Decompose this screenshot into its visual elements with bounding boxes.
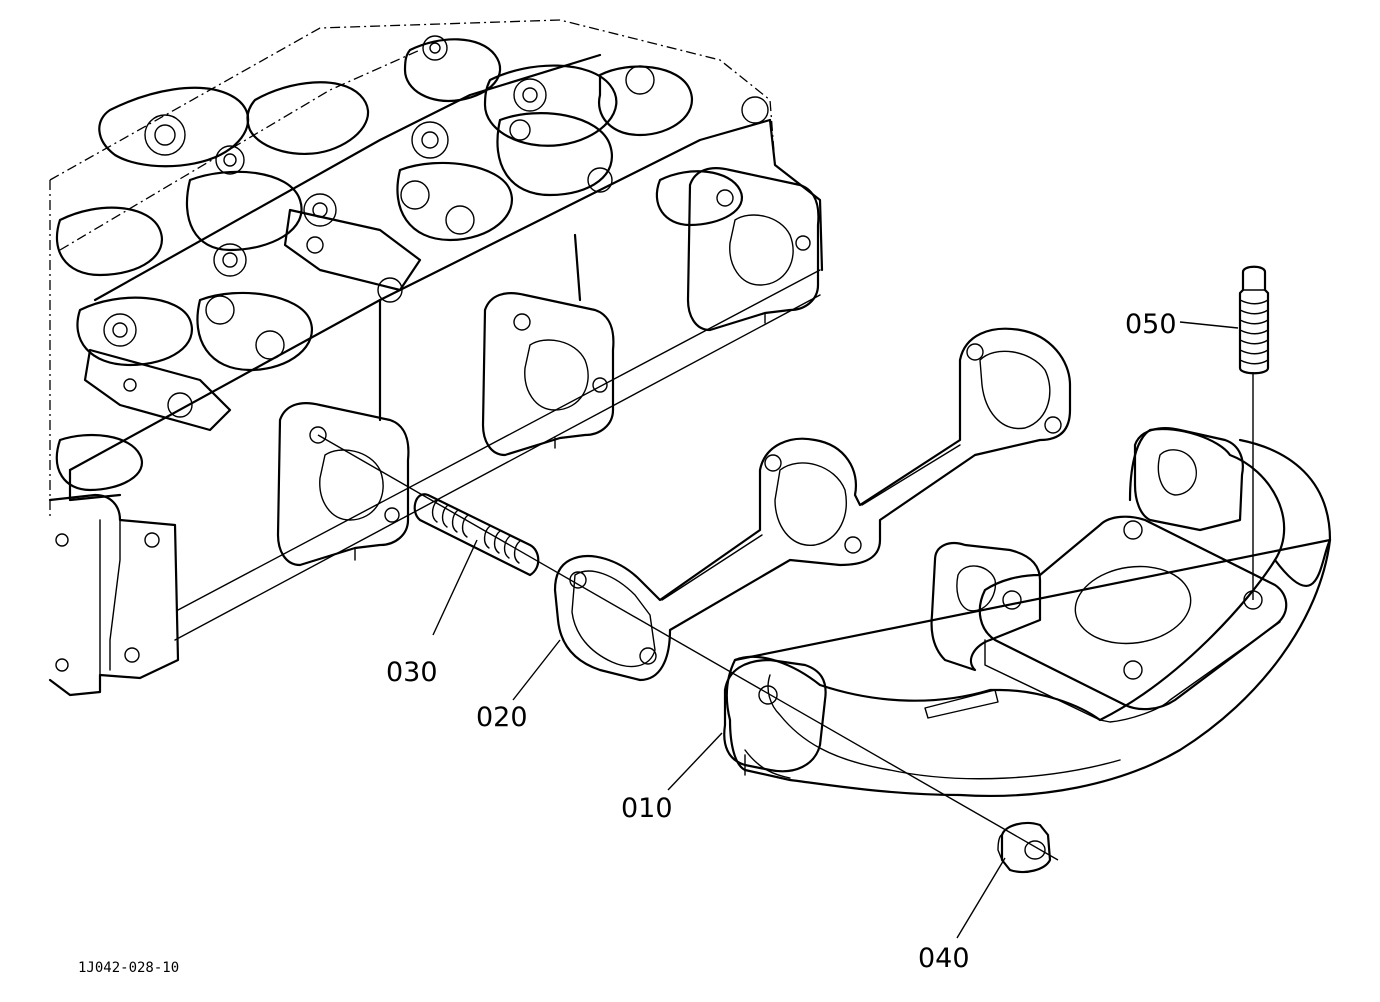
cylinder-head [48, 19, 824, 697]
callout-030: 030 [386, 657, 438, 688]
head-port-1 [276, 402, 410, 567]
callout-040: 040 [918, 943, 970, 974]
stud-050 [1238, 265, 1270, 375]
callout-010: 010 [621, 793, 673, 824]
nut-040 [997, 821, 1052, 874]
head-front-end [48, 493, 180, 697]
assembly-axes [317, 372, 1254, 861]
head-port-2 [481, 292, 615, 457]
stud-030 [413, 493, 540, 577]
manifold-010 [723, 427, 1332, 798]
head-port-3 [686, 167, 820, 332]
gasket-020 [553, 327, 1072, 682]
callout-050: 050 [1125, 309, 1177, 340]
leader-lines [432, 321, 1239, 939]
callout-020: 020 [476, 702, 528, 733]
figure-code: 1J042-028-10 [78, 960, 180, 976]
